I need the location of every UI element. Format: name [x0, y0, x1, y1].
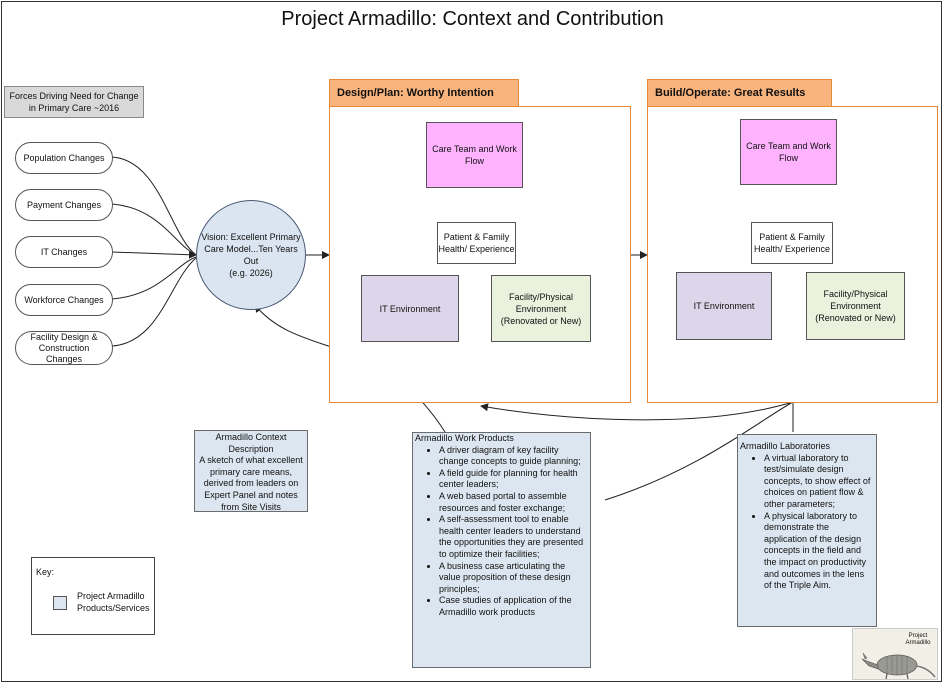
p1-facility-box: Facility/Physical Environment (Renovated…: [491, 275, 591, 342]
p2-care-team-box: Care Team and Work Flow: [740, 119, 837, 185]
work-product-item: A field guide for planning for health ce…: [439, 468, 588, 491]
force-arrow-3: [111, 250, 197, 259]
work-product-item: A web based portal to assemble resources…: [439, 491, 588, 514]
context-description-title: Armadillo Context Description: [215, 432, 287, 454]
force-workforce: Workforce Changes: [15, 284, 113, 316]
laboratories-title: Armadillo Laboratories: [740, 441, 831, 451]
work-products-title: Armadillo Work Products: [415, 433, 514, 443]
key-box: Key: Project Armadillo Products/Services: [31, 557, 155, 635]
work-product-item: A self-assessment tool to enable health …: [439, 514, 588, 560]
work-product-item: A driver diagram of key facility change …: [439, 445, 588, 468]
force-population: Population Changes: [15, 142, 113, 174]
force-facility: Facility Design & Construction Changes: [15, 331, 113, 365]
p1-care-team-box: Care Team and Work Flow: [426, 122, 523, 188]
armadillo-icon: [861, 652, 936, 679]
laboratory-item: A physical laboratory to demonstrate the…: [764, 511, 874, 592]
force-arrow-5: [111, 257, 197, 347]
laboratories-list: A virtual laboratory to test/simulate de…: [740, 453, 874, 592]
diagram-title: Project Armadillo: Context and Contribut…: [281, 8, 664, 30]
work-product-item: A business case articulating the value p…: [439, 561, 588, 596]
p1-patient-box: Patient & Family Health/ Experience: [437, 222, 516, 264]
build-operate-header: Build/Operate: Great Results: [647, 79, 832, 107]
context-description-note: Armadillo Context Description A sketch o…: [194, 430, 308, 512]
feedback-to-design-arrow: [480, 401, 794, 501]
laboratory-item: A virtual laboratory to test/simulate de…: [764, 453, 874, 511]
armadillo-logo: Project Armadillo: [852, 628, 938, 680]
forces-label: Forces Driving Need for Change in Primar…: [4, 86, 144, 118]
work-products-note: Armadillo Work Products A driver diagram…: [412, 432, 591, 668]
p1-it-box: IT Environment: [361, 275, 459, 342]
force-arrow-2: [111, 203, 197, 256]
p2-patient-box: Patient & Family Health/ Experience: [751, 222, 833, 264]
work-products-list: A driver diagram of key facility change …: [415, 445, 588, 619]
force-arrow-1: [111, 156, 197, 256]
vision-circle: Vision: Excellent Primary Care Model...T…: [196, 200, 306, 310]
laboratories-note: Armadillo Laboratories A virtual laborat…: [737, 434, 877, 627]
p2-facility-box: Facility/Physical Environment (Renovated…: [806, 272, 905, 340]
work-product-item: Case studies of application of the Armad…: [439, 595, 588, 618]
force-payment: Payment Changes: [15, 189, 113, 221]
context-description-body: A sketch of what excellent primary care …: [199, 455, 303, 512]
p2-it-box: IT Environment: [676, 272, 772, 340]
force-arrow-4: [111, 256, 197, 300]
force-it: IT Changes: [15, 236, 113, 268]
key-swatch: [53, 596, 67, 610]
key-title: Key:: [36, 567, 55, 577]
logo-text: Project Armadillo: [905, 633, 931, 646]
key-item-label: Project Armadillo Products/Services: [77, 591, 150, 613]
design-plan-header: Design/Plan: Worthy Intention: [329, 79, 519, 107]
